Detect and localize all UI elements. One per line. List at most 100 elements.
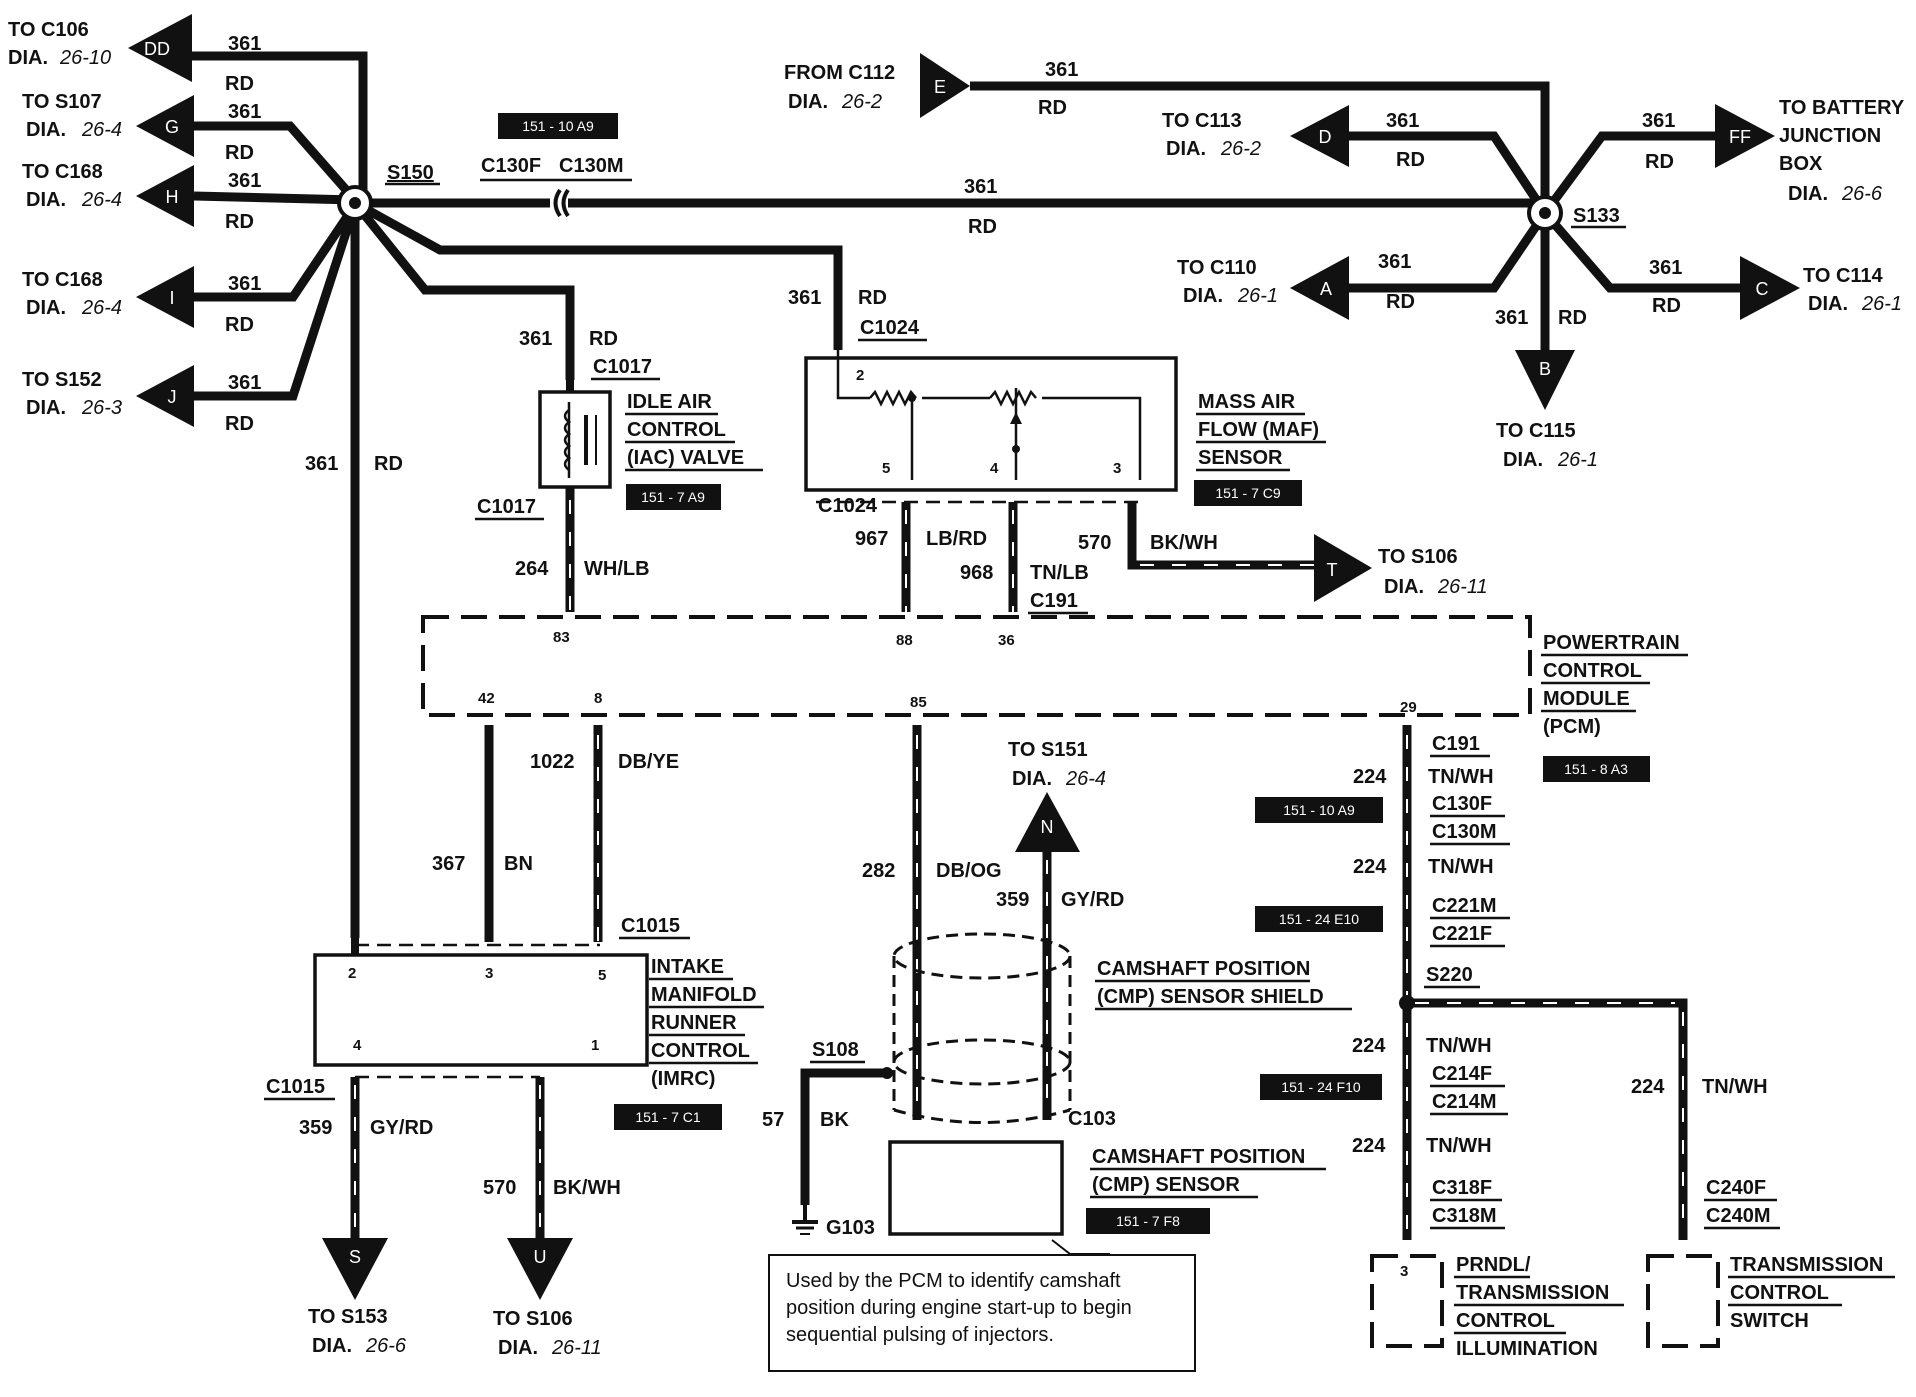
connector-c-dia: DIA.: [1808, 293, 1848, 315]
iac-valve: [538, 390, 612, 489]
ref-tag-9: 151 - 7 F8: [1086, 1208, 1210, 1234]
wire-264-color: WH/LB: [584, 558, 650, 580]
imrc-label-5: (IMRC): [651, 1068, 715, 1090]
ref-tag-7: 151 - 24 F10: [1260, 1074, 1382, 1100]
connector-t-arrow: [1314, 534, 1372, 602]
ref-tag-4: 151 - 8 A3: [1543, 756, 1650, 782]
svg-text:151 - 8 A3: 151 - 8 A3: [1564, 761, 1628, 777]
c240m-label: C240M: [1706, 1205, 1770, 1227]
wire-1022-circuit: 1022: [530, 751, 575, 773]
g103-label: G103: [826, 1217, 875, 1239]
connector-d-ref: 26-2: [1220, 138, 1261, 160]
pcm-label-1: POWERTRAIN: [1543, 632, 1680, 654]
prndl-label-2: TRANSMISSION: [1456, 1282, 1609, 1304]
imrc-pin-4: 4: [353, 1037, 362, 1054]
maf-pin-5: 5: [882, 460, 890, 477]
cmp-sensor-label-1: CAMSHAFT POSITION: [1092, 1146, 1305, 1168]
tcs-box: [1646, 1254, 1720, 1348]
c221f-label: C221F: [1432, 923, 1492, 945]
connector-ff-ref: 26-6: [1841, 183, 1883, 205]
connector-e-arrow: [920, 53, 970, 118]
connector-s-to: TO S153: [308, 1306, 388, 1328]
connector-e: E: [920, 53, 970, 118]
wire-main-circuit: 361: [964, 176, 997, 198]
connector-h-letter: H: [166, 187, 179, 207]
pcm-label-3: MODULE: [1543, 688, 1630, 710]
pcm-pin-42: 42: [478, 690, 495, 707]
wire-264-circuit: 264: [515, 558, 549, 580]
wire-h-circuit: 361: [228, 170, 261, 192]
connector-h-to: TO C168: [22, 161, 103, 183]
ref-tag-3: 151 - 7 C9: [1194, 480, 1302, 506]
ref-tag-1: 151 - 10 A9: [498, 113, 618, 139]
splice-s133-dot: [1539, 207, 1551, 219]
connector-b: B: [1515, 350, 1575, 410]
c130f-2-label: C130F: [1432, 793, 1492, 815]
wire-224e-color: TN/WH: [1702, 1076, 1768, 1098]
wire-224c-color: TN/WH: [1426, 1035, 1492, 1057]
connector-ff-to2: JUNCTION: [1779, 125, 1881, 147]
connector-c-ref: 26-1: [1861, 293, 1902, 315]
connector-c: C: [1740, 256, 1800, 320]
ref-tag-5: 151 - 10 A9: [1255, 797, 1383, 823]
svg-text:151 - 24 E10: 151 - 24 E10: [1279, 911, 1359, 927]
svg-text:S: S: [349, 1247, 361, 1267]
connector-ff: FF: [1715, 104, 1775, 168]
prndl-box: [1370, 1254, 1444, 1348]
imrc-box: [313, 953, 649, 1067]
wire-to-maf: [352, 199, 843, 350]
wire-967-circuit: 967: [855, 528, 888, 550]
connector-i-dia: DIA.: [26, 297, 66, 319]
maf-label-2: FLOW (MAF): [1198, 419, 1319, 441]
imrc-pin-3: 3: [485, 965, 493, 982]
svg-text:151 - 7 C1: 151 - 7 C1: [635, 1109, 701, 1125]
connector-t-to: TO S106: [1378, 546, 1458, 568]
wire-ff-color: RD: [1645, 151, 1674, 173]
connector-d-arrow: [1290, 105, 1349, 167]
c191-top-label: C191: [1030, 590, 1078, 612]
c191-bottom-label: C191: [1432, 733, 1480, 755]
imrc-label-4: CONTROL: [651, 1040, 750, 1062]
connector-dd-ref: 26-10: [59, 47, 111, 69]
wire-224d-circuit: 224: [1352, 1135, 1386, 1157]
wire-570-t: [1127, 502, 1325, 570]
tcs-label-2: CONTROL: [1730, 1282, 1829, 1304]
pcm-box: [421, 615, 1532, 717]
wire-c-circuit: 361: [1649, 257, 1682, 279]
wire-c-color: RD: [1652, 295, 1681, 317]
splice-s108-label: S108: [812, 1039, 859, 1061]
wire-224e-circuit: 224: [1631, 1076, 1665, 1098]
connector-b-arrow: [1515, 350, 1575, 410]
wire-a: [1349, 210, 1549, 293]
connector-e-to: FROM C112: [784, 62, 895, 84]
connector-u-ref: 26-11: [551, 1337, 602, 1359]
c318f-label: C318F: [1432, 1177, 1492, 1199]
wire-224d-color: TN/WH: [1426, 1135, 1492, 1157]
connector-b-dia: DIA.: [1503, 449, 1543, 471]
imrc-label-1: INTAKE: [651, 956, 724, 978]
wire-g-circuit: 361: [228, 101, 261, 123]
wire-c: [1541, 210, 1740, 293]
wire-570b-circuit: 570: [483, 1177, 516, 1199]
connector-g: G: [136, 95, 194, 157]
prndl-label-3: CONTROL: [1456, 1310, 1555, 1332]
wire-c1017-color: RD: [589, 328, 618, 350]
prndl-pin-3: 3: [1400, 1263, 1408, 1280]
svg-text:151 - 10 A9: 151 - 10 A9: [522, 118, 594, 134]
connector-j-arrow: [136, 365, 194, 427]
pcm-pin-36: 36: [998, 632, 1015, 649]
connector-h-dia: DIA.: [26, 189, 66, 211]
connector-j: J: [136, 365, 194, 427]
cmp-shield-label-1: CAMSHAFT POSITION: [1097, 958, 1310, 980]
c1015-top-label: C1015: [621, 915, 680, 937]
ref-tag-6: 151 - 24 E10: [1255, 906, 1383, 932]
c240f-label: C240F: [1706, 1177, 1766, 1199]
wire-i-circuit: 361: [228, 273, 261, 295]
svg-text:B: B: [1539, 359, 1551, 379]
c130m-label: C130M: [559, 155, 623, 177]
connector-g-arrow: [136, 95, 194, 157]
connector-t-ref: 26-11: [1437, 576, 1488, 598]
connector-u-to: TO S106: [493, 1308, 573, 1330]
connector-t-dia: DIA.: [1384, 576, 1424, 598]
wire-dd: [192, 51, 368, 200]
